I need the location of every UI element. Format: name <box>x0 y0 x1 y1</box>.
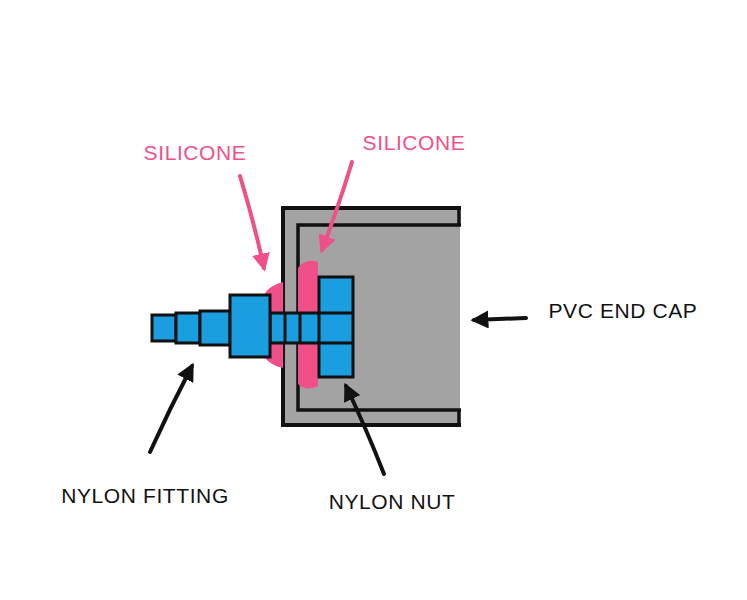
nylon-fitting <box>152 295 320 357</box>
part-label: NYLON NUT <box>329 490 456 513</box>
part-label: SILICONE <box>363 131 466 154</box>
part-label: PVC END CAP <box>549 299 698 322</box>
nylon-nut <box>319 277 353 377</box>
part-label: SILICONE <box>144 141 247 164</box>
leader-arrows <box>150 162 526 474</box>
part-label: NYLON FITTING <box>61 484 229 507</box>
